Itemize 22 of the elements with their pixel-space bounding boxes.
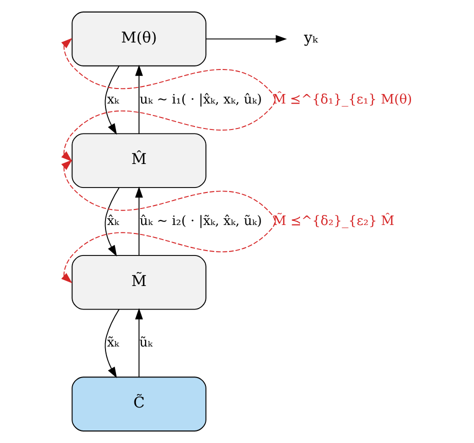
node-box: M̃ (72, 254, 206, 310)
node-box: M(θ) (72, 12, 206, 66)
edge-label: ũₖ (139, 336, 153, 351)
edge-label: ûₖ ∼ i₂( · |x̃ₖ, x̂ₖ, ũₖ) (140, 214, 262, 229)
edge-label: M̂ ⪯^{δ₁}_{ε₁} M(θ) (272, 92, 412, 108)
arrow (135, 308, 143, 378)
arrow (135, 186, 143, 256)
arrow (104, 187, 120, 256)
edge-label: uₖ ∼ i₁( · |x̂ₖ, xₖ, ûₖ) (140, 92, 262, 108)
node-text: yₖ (304, 28, 318, 46)
arrow (104, 308, 120, 378)
node-box: C̃ (72, 376, 206, 432)
arrow (206, 35, 287, 43)
arrow (135, 64, 143, 134)
arrow (61, 38, 276, 162)
edge-label: M̃ ⪯^{δ₂}_{ε₂} M̂ (272, 214, 394, 229)
edge-label: xₖ (106, 92, 120, 108)
arrow (104, 66, 120, 135)
edge-label: x̃ₖ (106, 336, 120, 351)
edge-label: x̂ₖ (106, 214, 120, 229)
arrow (61, 160, 276, 284)
node-box: M̂ (72, 133, 206, 188)
